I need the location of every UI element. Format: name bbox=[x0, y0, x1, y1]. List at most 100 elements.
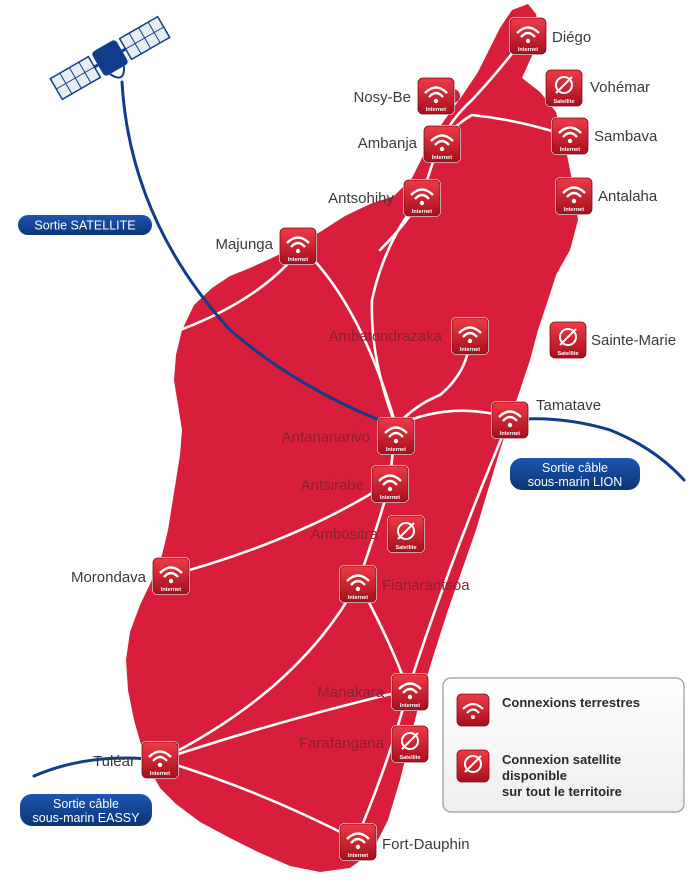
icon-body bbox=[377, 417, 415, 455]
legend-satellite-icon bbox=[456, 749, 490, 783]
icon-body bbox=[403, 179, 441, 217]
icon-body bbox=[491, 401, 529, 439]
city-label-antsirabe: Antsirabe bbox=[301, 477, 364, 494]
city-marker-majunga: Internet bbox=[279, 227, 317, 265]
icon-body bbox=[509, 17, 547, 55]
legend-satellite-line1: Connexion satellite bbox=[502, 752, 621, 767]
wifi-icon bbox=[384, 426, 408, 444]
icon-body bbox=[555, 177, 593, 215]
wifi-icon bbox=[346, 574, 370, 592]
city-label-antalaha: Antalaha bbox=[598, 188, 658, 205]
icon-type-label: Internet bbox=[432, 155, 452, 161]
icon-type-label: Internet bbox=[460, 347, 480, 353]
icon-type-label: Internet bbox=[288, 257, 308, 263]
city-label-farafangana: Farafangana bbox=[299, 735, 385, 752]
city-marker-antananarivo: Internet bbox=[377, 417, 415, 455]
legend-internet-icon bbox=[456, 693, 490, 727]
callout-lion-line1: Sortie câble bbox=[542, 461, 608, 475]
satellite-dish-icon bbox=[555, 76, 573, 94]
callout-eassy: Sortie câble sous-marin EASSY bbox=[20, 794, 152, 826]
icon-type-label: Satellite bbox=[557, 351, 578, 357]
city-label-majunga: Majunga bbox=[215, 236, 273, 253]
icon-body bbox=[391, 725, 429, 763]
wifi-icon bbox=[430, 134, 454, 152]
city-label-antsohihy: Antsohihy bbox=[328, 190, 394, 207]
callout-eassy-line1: Sortie câble bbox=[53, 797, 119, 811]
wifi-icon bbox=[346, 832, 370, 850]
icon-body bbox=[339, 823, 377, 861]
city-marker-nosybe: Internet bbox=[417, 77, 455, 115]
callout-satellite: Sortie SATELLITE bbox=[18, 215, 152, 235]
city-marker-sambava: Internet bbox=[551, 117, 589, 155]
lion-cable bbox=[508, 417, 686, 482]
icon-body bbox=[545, 69, 583, 107]
city-label-tamatave: Tamatave bbox=[536, 397, 601, 414]
wifi-icon bbox=[159, 566, 183, 584]
city-marker-farafangana: Satellite bbox=[391, 725, 429, 763]
icon-body bbox=[141, 741, 179, 779]
callout-lion: Sortie câble sous-marin LION bbox=[510, 458, 640, 490]
satellite-dish-icon bbox=[401, 732, 419, 750]
callout-lion-line2: sous-marin LION bbox=[528, 475, 622, 489]
city-marker-tamatave: Internet bbox=[491, 401, 529, 439]
city-marker-morondava: Internet bbox=[152, 557, 190, 595]
city-marker-ambanja: Internet bbox=[423, 125, 461, 163]
city-label-fianarantsoa: Fianarantsoa bbox=[382, 577, 470, 594]
icon-type-label: Internet bbox=[426, 107, 446, 113]
icon-body bbox=[279, 227, 317, 265]
city-label-fortdauphin: Fort-Dauphin bbox=[382, 836, 470, 853]
icon-type-label: Internet bbox=[150, 771, 170, 777]
city-label-ambositra: Ambositra bbox=[310, 526, 378, 543]
icon-type-label: Internet bbox=[564, 207, 584, 213]
icon-type-label: Satellite bbox=[395, 545, 416, 551]
icon-body bbox=[371, 465, 409, 503]
wifi-icon bbox=[516, 26, 540, 44]
legend-satellite-line3: sur tout le territoire bbox=[502, 784, 622, 799]
icon-type-label: Satellite bbox=[553, 99, 574, 105]
wifi-icon bbox=[558, 126, 582, 144]
icon-type-label: Internet bbox=[348, 853, 368, 859]
city-label-ambanja: Ambanja bbox=[358, 135, 418, 152]
wifi-icon bbox=[378, 474, 402, 492]
icon-body bbox=[423, 125, 461, 163]
icon-type-label: Internet bbox=[500, 431, 520, 437]
legend-terrestrial-label: Connexions terrestres bbox=[502, 695, 640, 710]
satellite-dish-icon bbox=[559, 328, 577, 346]
wifi-icon bbox=[458, 326, 482, 344]
icon-type-label: Internet bbox=[380, 495, 400, 501]
icon-type-label: Internet bbox=[348, 595, 368, 601]
city-marker-vohemar: Satellite bbox=[545, 69, 583, 107]
city-label-antananarivo: Antananarivo bbox=[282, 429, 370, 446]
city-marker-ambositra: Satellite bbox=[387, 515, 425, 553]
icon-body bbox=[339, 565, 377, 603]
city-marker-diego: Internet bbox=[509, 17, 547, 55]
wifi-icon bbox=[562, 186, 586, 204]
icon-type-label: Satellite bbox=[399, 755, 420, 761]
city-marker-fianarantsoa: Internet bbox=[339, 565, 377, 603]
wifi-icon bbox=[286, 236, 310, 254]
wifi-icon bbox=[410, 188, 434, 206]
city-label-manakara: Manakara bbox=[317, 684, 384, 701]
city-label-ambatondrazaka: Ambatondrazaka bbox=[329, 328, 443, 345]
icon-body bbox=[549, 321, 587, 359]
wifi-icon bbox=[148, 750, 172, 768]
icon-type-label: Internet bbox=[518, 47, 538, 53]
city-label-diego: Diégo bbox=[552, 29, 591, 46]
icon-type-label: Internet bbox=[412, 209, 432, 215]
icon-body bbox=[417, 77, 455, 115]
city-marker-antsohihy: Internet bbox=[403, 179, 441, 217]
city-label-morondava: Morondava bbox=[71, 569, 147, 586]
city-marker-antalaha: Internet bbox=[555, 177, 593, 215]
wifi-icon bbox=[424, 86, 448, 104]
city-label-saintemarie: Sainte-Marie bbox=[591, 332, 676, 349]
city-label-vohemar: Vohémar bbox=[590, 79, 650, 96]
city-marker-tulear: Internet bbox=[141, 741, 179, 779]
island-landmass bbox=[126, 4, 578, 872]
city-marker-saintemarie: Satellite bbox=[549, 321, 587, 359]
satellite-link bbox=[120, 80, 396, 428]
satellite-dish-icon bbox=[397, 522, 415, 540]
city-marker-ambatondrazaka: Internet bbox=[451, 317, 489, 355]
icon-type-label: Internet bbox=[560, 147, 580, 153]
city-markers: InternetDiégoSatelliteVohémarInternetNos… bbox=[71, 17, 676, 861]
